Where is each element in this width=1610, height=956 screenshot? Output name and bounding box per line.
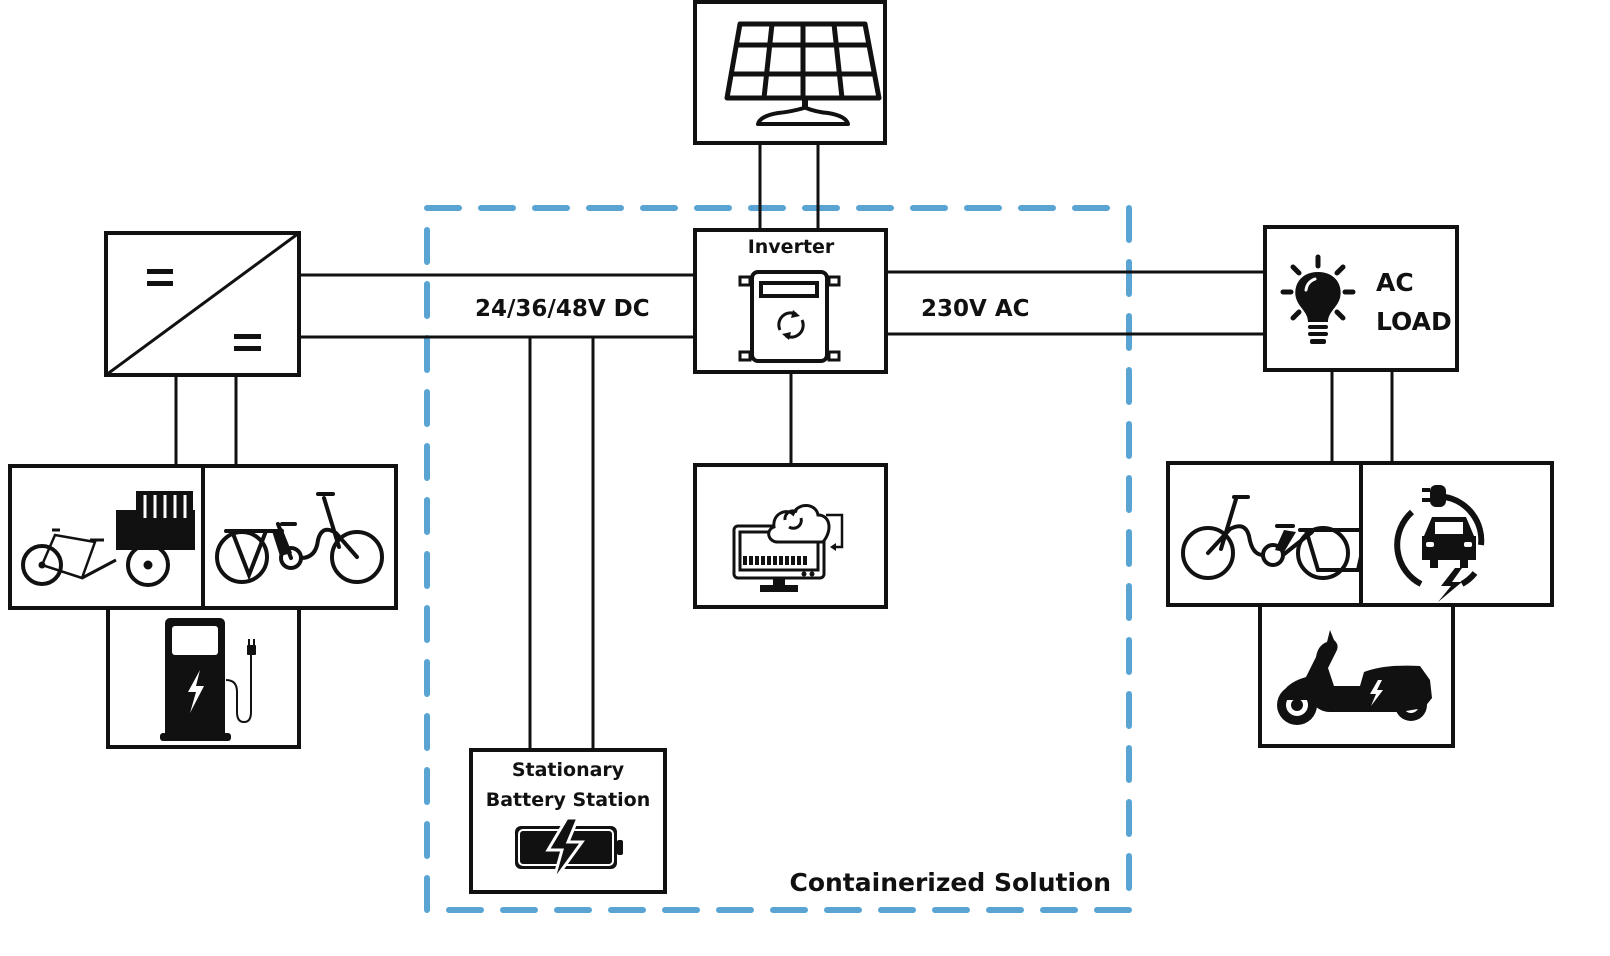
cargo-bike-node[interactable]: [8, 464, 205, 610]
container-title: Containerized Solution: [789, 868, 1111, 897]
solar-panel-node[interactable]: [693, 0, 887, 145]
ebike-dc-node[interactable]: [201, 464, 398, 610]
e-bike-icon: [215, 492, 384, 584]
dc-symbol-icon: [147, 269, 261, 351]
container-boundary: [424, 205, 1132, 913]
battery-station-label-line2: Battery Station: [486, 789, 651, 811]
connections: [174, 143, 1394, 750]
inverter-icon: [738, 270, 841, 363]
ebike-ac-node[interactable]: [1166, 461, 1382, 607]
ac-bus-label: 230V AC: [921, 296, 1030, 322]
scooter-ac-node[interactable]: [1258, 603, 1455, 748]
battery-charging-icon: [515, 816, 623, 883]
converter-diagonal: [105, 231, 300, 377]
inverter-label: Inverter: [748, 236, 835, 258]
light-bulb-icon: [1280, 254, 1356, 344]
inverter-node[interactable]: Inverter: [693, 228, 888, 374]
monitoring-node[interactable]: [693, 463, 888, 609]
ev-charging-icon: [1394, 485, 1485, 602]
dc-bus-label: 24/36/48V DC: [475, 296, 650, 322]
ev-charging-ac-node[interactable]: [1359, 461, 1554, 607]
ac-load-label-line1: AC: [1376, 268, 1414, 297]
e-scooter-icon: [1277, 630, 1432, 725]
battery-station-label-line1: Stationary: [512, 759, 625, 781]
solar-panel-icon: [724, 21, 882, 126]
dc-dc-converter-node[interactable]: [104, 231, 301, 377]
cloud-monitor-icon: [732, 504, 844, 592]
battery-station-node[interactable]: Stationary Battery Station: [469, 748, 667, 894]
ac-load-label-line2: LOAD: [1376, 307, 1452, 336]
ac-load-node[interactable]: AC LOAD: [1263, 225, 1459, 372]
charging-station-icon: [160, 618, 256, 741]
cargo-bike-icon: [21, 491, 195, 587]
charging-station-dc-node[interactable]: [106, 606, 301, 749]
